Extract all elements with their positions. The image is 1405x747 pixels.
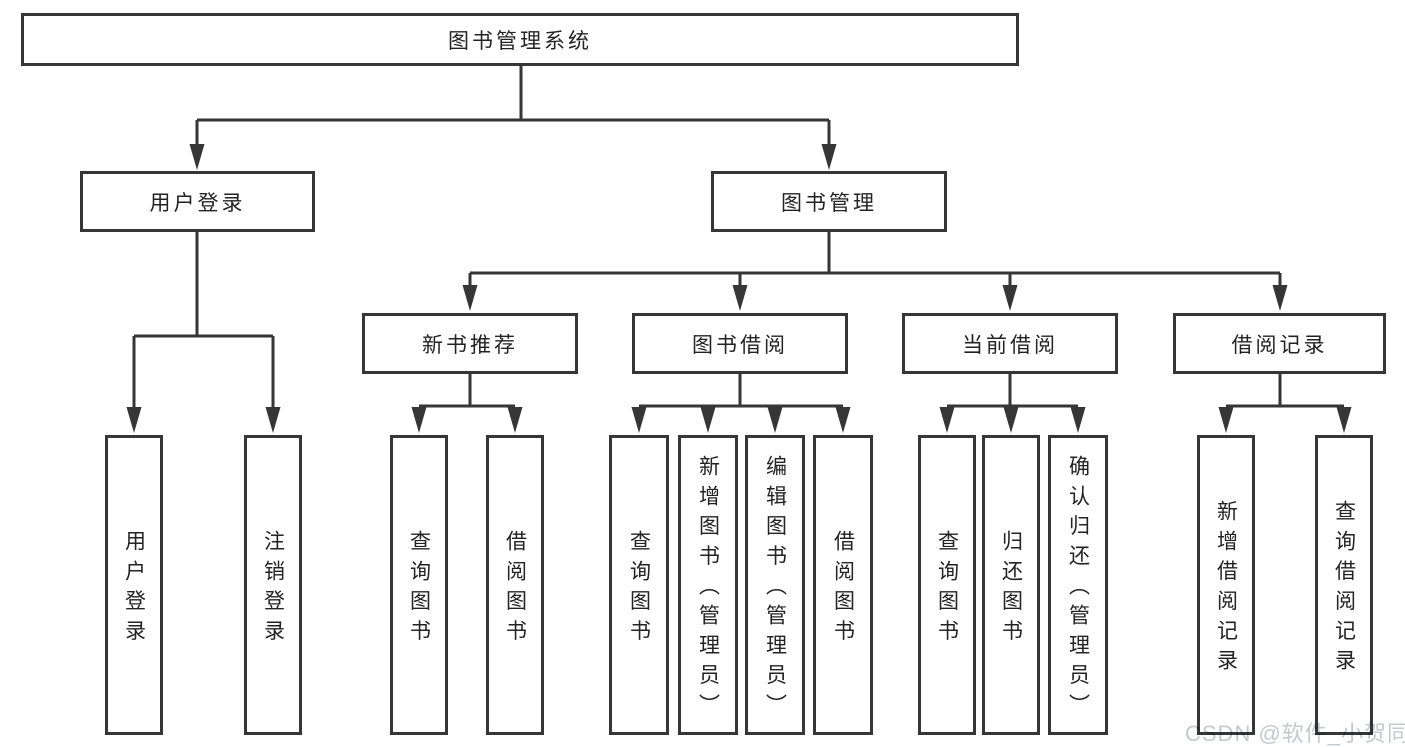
leaf-confirm-return-admin: 确认归还（管理员） [1048,435,1108,735]
node-label: 借阅记录 [1231,333,1328,357]
leaf-add-borrow-record: 新增借阅记录 [1197,435,1255,735]
leaf-logout: 注销登录 [244,435,302,735]
node-label: 查询图书 [627,529,651,650]
node-label: 图书借阅 [692,333,788,357]
leaf-borrow-books-recommend: 借阅图书 [486,435,544,735]
node-label: 用户登录 [149,191,246,215]
leaf-user-login: 用户登录 [105,435,163,735]
node-current-borrowing: 当前借阅 [902,313,1118,374]
node-label: 归还图书 [999,529,1023,650]
node-label: 新增图书（管理员） [696,455,720,724]
node-book-management: 图书管理 [711,171,947,232]
node-user-login: 用户登录 [80,171,315,232]
node-label: 新书推荐 [422,333,518,357]
leaf-borrow-books-borrowing: 借阅图书 [813,435,873,735]
node-label: 查询图书 [407,529,431,650]
node-label: 查询图书 [935,529,959,650]
arrowheads [126,144,1352,433]
node-label: 用户登录 [122,529,146,650]
leaf-query-books-recommend: 查询图书 [390,435,448,735]
node-label: 借阅图书 [503,529,527,650]
node-label: 借阅图书 [831,529,855,650]
node-new-book-recommend: 新书推荐 [362,313,578,374]
node-label: 编辑图书（管理员） [763,455,787,724]
node-label: 图书管理 [781,191,877,215]
node-label: 注销登录 [261,529,285,650]
node-library-management-system: 图书管理系统 [21,13,1019,66]
leaf-query-borrow-record: 查询借阅记录 [1315,435,1373,735]
leaf-add-book-admin: 新增图书（管理员） [678,435,738,735]
watermark: CSDN @软件_小贺同学 [1185,721,1405,746]
node-label: 查询借阅记录 [1332,500,1356,679]
node-label: 当前借阅 [962,333,1058,357]
node-label: 图书管理系统 [448,29,592,53]
node-book-borrowing: 图书借阅 [632,313,848,374]
leaf-query-books-borrowing: 查询图书 [609,435,669,735]
node-borrowing-records: 借阅记录 [1173,313,1386,374]
leaf-edit-book-admin: 编辑图书（管理员） [745,435,805,735]
leaf-query-books-current: 查询图书 [918,435,976,735]
node-label: 确认归还（管理员） [1066,455,1090,724]
leaf-return-books: 归还图书 [982,435,1040,735]
node-label: 新增借阅记录 [1214,500,1238,679]
